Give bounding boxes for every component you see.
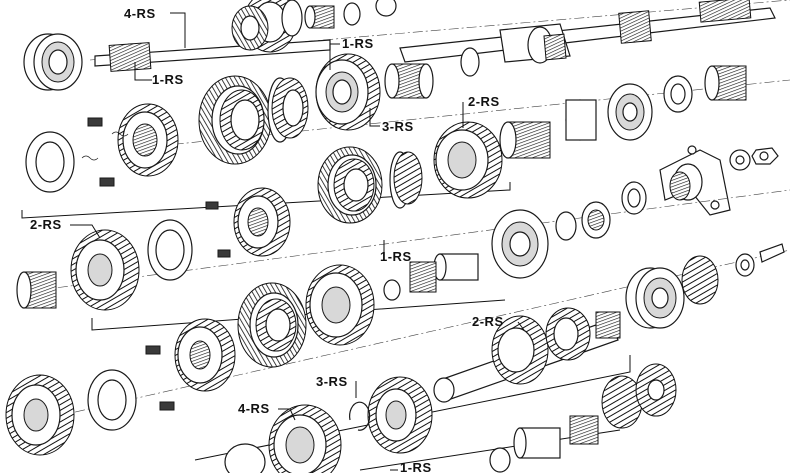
callout-leaders bbox=[70, 12, 525, 471]
bottom-row-parts bbox=[224, 363, 677, 473]
output-flange bbox=[659, 145, 779, 216]
synchro-sleeve-2 bbox=[317, 146, 423, 224]
synchro-sleeve-1 bbox=[198, 75, 309, 165]
needle-bearing-2 bbox=[384, 63, 434, 99]
countershaft bbox=[433, 307, 621, 403]
main-shaft bbox=[89, 0, 791, 77]
callout-3rs-top: 3-RS bbox=[382, 119, 414, 134]
third-row-parts bbox=[16, 181, 647, 311]
synchro-hub-left bbox=[25, 103, 179, 193]
callout-1rs-middle: 1-RS bbox=[380, 249, 412, 264]
callout-4rs-bottom: 4-RS bbox=[238, 401, 270, 416]
gear-1-rs bbox=[315, 53, 381, 131]
gear-2-rs-top bbox=[433, 65, 747, 199]
top-gear-cluster bbox=[231, 0, 303, 53]
callout-1rs-shaft: 1-RS bbox=[152, 72, 184, 87]
fourth-row-parts bbox=[5, 243, 785, 456]
top-needle-bearing bbox=[304, 0, 397, 29]
callout-1rs-bottom: 1-RS bbox=[400, 460, 432, 473]
front-bearing bbox=[23, 33, 83, 91]
callout-2rs-counter: 2-RS bbox=[472, 314, 504, 329]
callouts: 4-RS 1-RS 1-RS 3-RS 2-RS 2-RS 1-RS 2-RS … bbox=[30, 6, 504, 473]
callout-4rs-top: 4-RS bbox=[124, 6, 156, 21]
callout-2rs-left: 2-RS bbox=[30, 217, 62, 232]
callout-2rs-right: 2-RS bbox=[468, 94, 500, 109]
callout-1rs-gear: 1-RS bbox=[342, 36, 374, 51]
callout-3rs-bottom: 3-RS bbox=[316, 374, 348, 389]
